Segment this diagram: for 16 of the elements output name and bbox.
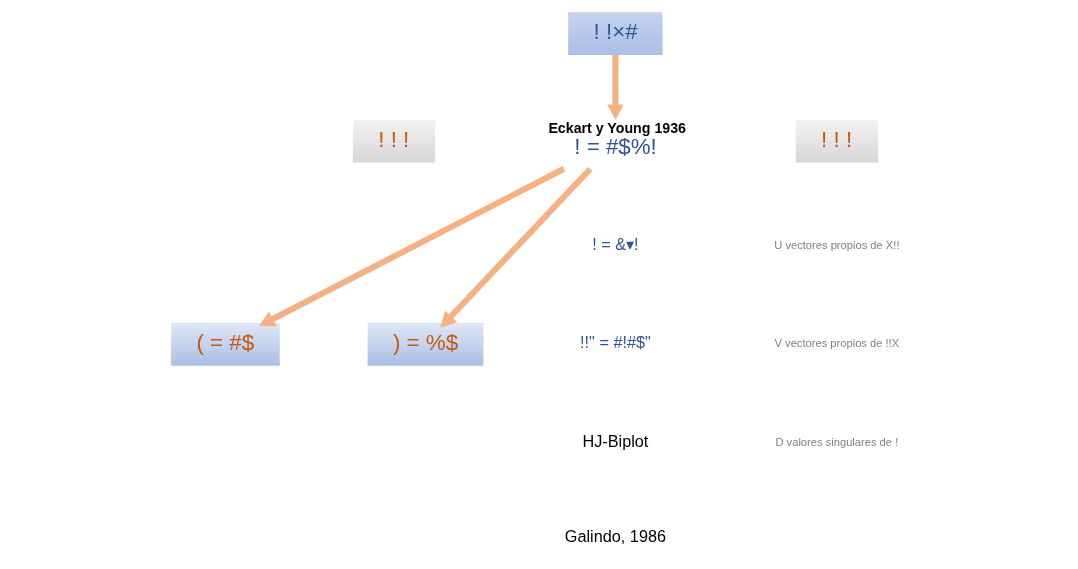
label: ! = &▾! [592, 234, 639, 253]
label: !!" = #!#$" [580, 333, 651, 352]
node-box: ( = #$ [171, 323, 280, 366]
node-box: ! ! ! [795, 119, 878, 163]
arrow [440, 166, 593, 328]
arrow [259, 166, 566, 327]
label: HJ-Biplot [582, 431, 649, 450]
arrow [607, 55, 624, 121]
node-box: ! ! ! [352, 119, 436, 163]
label: D valores singulares de ! [775, 435, 899, 448]
node-text: Eckart y Young 1936 ! = #$%! [548, 120, 687, 160]
label: V vectores propios de !!X [774, 337, 900, 350]
label: U vectores propios de X!! [774, 238, 900, 251]
label: Galindo, 1986 [564, 527, 667, 546]
node-box: ! !×# [568, 12, 663, 55]
node-box: ) = %$ [367, 323, 484, 366]
